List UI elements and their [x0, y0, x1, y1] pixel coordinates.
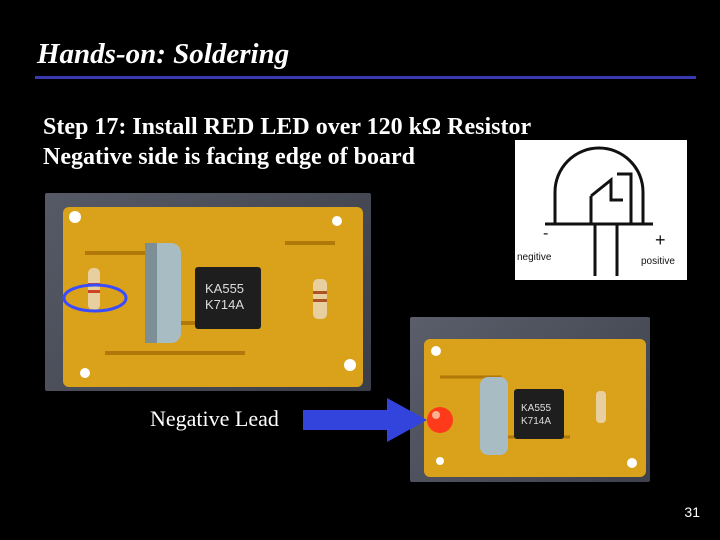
highlight-ring: [62, 283, 128, 313]
plus-sign: +: [655, 230, 666, 250]
slide-title: Hands-on: Soldering: [37, 38, 290, 70]
resistor-1: [88, 268, 100, 310]
red-led: [427, 407, 453, 433]
chip-text-2: K714A: [205, 297, 244, 312]
ic-chip: [514, 389, 564, 439]
title-divider: [35, 76, 696, 79]
minus-sign: -: [543, 225, 548, 242]
led-post: [617, 172, 633, 224]
positive-label: positive: [641, 256, 675, 267]
step-line-1: Step 17: Install RED LED over 120 kΩ Res…: [43, 114, 532, 140]
resistor: [596, 391, 606, 423]
led-dome-outline: [553, 146, 645, 226]
board-photo-before: KA555 K714A: [45, 193, 371, 391]
mount-hole: [344, 359, 356, 371]
right-arrow-icon: [303, 398, 427, 442]
board-drawing-after: KA555 K714A: [424, 339, 646, 477]
chip-text-1: KA555: [205, 281, 244, 296]
negative-lead-label: Negative Lead: [150, 406, 279, 431]
chip-text-2: K714A: [521, 416, 551, 427]
board-photo-after: KA555 K714A: [410, 317, 650, 482]
led-diagram-drawing: - negitive + positive: [517, 146, 675, 276]
mount-hole: [436, 457, 444, 465]
led-polarity-diagram: - negitive + positive: [515, 140, 687, 280]
mount-hole: [80, 368, 90, 378]
mount-hole: [431, 346, 441, 356]
step-line-2: Negative side is facing edge of board: [43, 144, 415, 170]
mount-hole: [69, 211, 81, 223]
chip-text-1: KA555: [521, 403, 551, 414]
ic-chip: [195, 267, 261, 329]
negative-label: negitive: [517, 252, 552, 263]
led-anvil: [589, 176, 623, 224]
mount-hole: [627, 458, 637, 468]
capacitor: [480, 377, 508, 455]
mount-hole: [332, 216, 342, 226]
board-drawing-before: KA555 K714A: [62, 207, 363, 387]
page-number: 31: [684, 504, 700, 520]
step-instructions: Step 17: Install RED LED over 120 kΩ Res…: [43, 112, 531, 172]
